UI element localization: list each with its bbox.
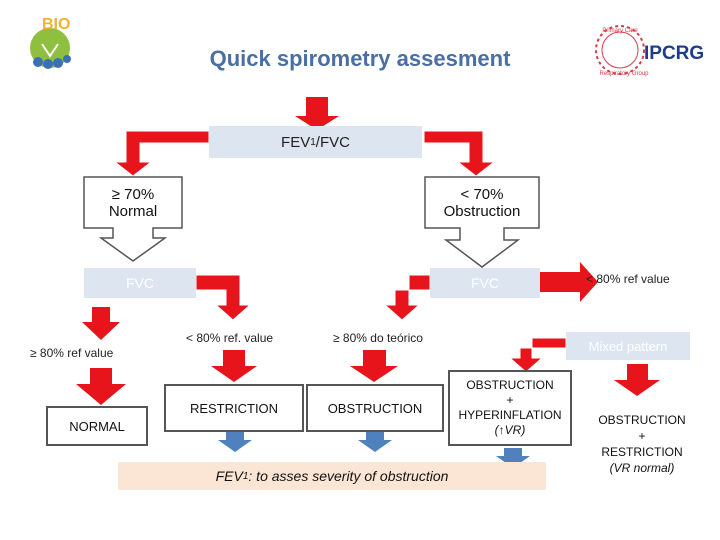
fvc-left-label: FVC: [126, 275, 154, 291]
normal-ratio-callout: ≥ 70% Normal: [83, 176, 183, 262]
obs-hyper-line3: HYPERINFLATION: [458, 408, 562, 422]
mixed-pattern-label: Mixed pattern: [588, 338, 668, 354]
arrow-fvc-right-to-ge80: [383, 274, 431, 321]
obstruction-label: OBSTRUCTION: [327, 400, 423, 416]
ref-value-lt80-mid-label: < 80% ref. value: [186, 331, 274, 345]
page-title: Quick spirometry assesment: [209, 46, 511, 71]
arrow-to-ref-value: [540, 262, 598, 302]
normal-label: NORMAL: [69, 418, 125, 434]
fvc-right-label: FVC: [471, 275, 499, 291]
bio-logo-text: BIO: [42, 16, 71, 33]
fvc-right-box: FVC: [430, 268, 540, 298]
arrow-bent-left: [113, 130, 210, 177]
severity-sub: 1: [242, 470, 249, 482]
fvc-left-box: FVC: [84, 268, 196, 298]
mixed-pattern-box: Mixed pattern: [566, 332, 690, 360]
ipcrg-logo-text: IPCRG: [644, 43, 705, 64]
svg-text:Primary Care: Primary Care: [602, 28, 638, 34]
obstruction-ratio-line1: < 70%: [460, 186, 504, 203]
blue-arrow-obstruction: [358, 430, 392, 452]
arrow-mixed-to-hyper: [508, 337, 567, 373]
arrow-to-obs-restr: [614, 364, 660, 396]
obs-restr-line2: +: [638, 429, 646, 443]
obs-restr-line4: (VR normal): [609, 461, 675, 475]
arrow-bent-right: [423, 130, 496, 177]
blue-arrow-hyper: [496, 448, 530, 468]
arrow-left-down-2: [76, 368, 126, 405]
obs-restr-line1: OBSTRUCTION: [598, 413, 686, 427]
fev1-fvc-main: FEV: [281, 133, 311, 151]
bio-logo: [20, 14, 90, 72]
obstruction-restriction-box: OBSTRUCTION + RESTRICTION (VR normal): [592, 398, 692, 490]
arrow-to-restriction: [211, 350, 257, 382]
ipcrg-logo: Primary Care Respiratory Group: [590, 20, 700, 80]
severity-main: FEV: [215, 468, 243, 484]
obs-hyper-line2: +: [506, 393, 514, 407]
arrow-to-obstruction: [350, 350, 398, 382]
obs-hyper-line1: OBSTRUCTION: [466, 378, 554, 392]
obstruction-box: OBSTRUCTION: [306, 384, 444, 432]
obs-hyper-line4: (↑VR): [494, 423, 526, 437]
obstruction-hyperinflation-box: OBSTRUCTION + HYPERINFLATION (↑VR): [448, 370, 572, 446]
ref-value-teorico-label: ≥ 80% do teórico: [333, 331, 423, 345]
obstruction-ratio-line2: Obstruction: [443, 203, 521, 220]
normal-ratio-line2: Normal: [108, 203, 158, 220]
obs-restr-line3: RESTRICTION: [601, 445, 683, 459]
blue-arrow-restriction: [218, 430, 252, 452]
normal-box: NORMAL: [46, 406, 148, 446]
svg-text:Respiratory Group: Respiratory Group: [599, 71, 649, 77]
arrow-fvc-left-to-lt80: [195, 274, 252, 321]
obstruction-ratio-callout: < 70% Obstruction: [424, 176, 540, 268]
severity-rest: : to asses severity of obstruction: [248, 468, 449, 484]
restriction-box: RESTRICTION: [164, 384, 304, 432]
normal-ratio-line1: ≥ 70%: [111, 186, 155, 203]
ref-value-lt80-label: < 80% ref value: [586, 272, 670, 286]
restriction-label: RESTRICTION: [189, 400, 279, 416]
ref-value-ge80-label: ≥ 80% ref value: [30, 346, 114, 360]
fev1-fvc-sub: 1: [310, 136, 316, 148]
arrow-left-down-1: [82, 307, 120, 340]
arrow-top-down: [295, 97, 339, 130]
fev1-fvc-rest: /FVC: [315, 133, 350, 151]
